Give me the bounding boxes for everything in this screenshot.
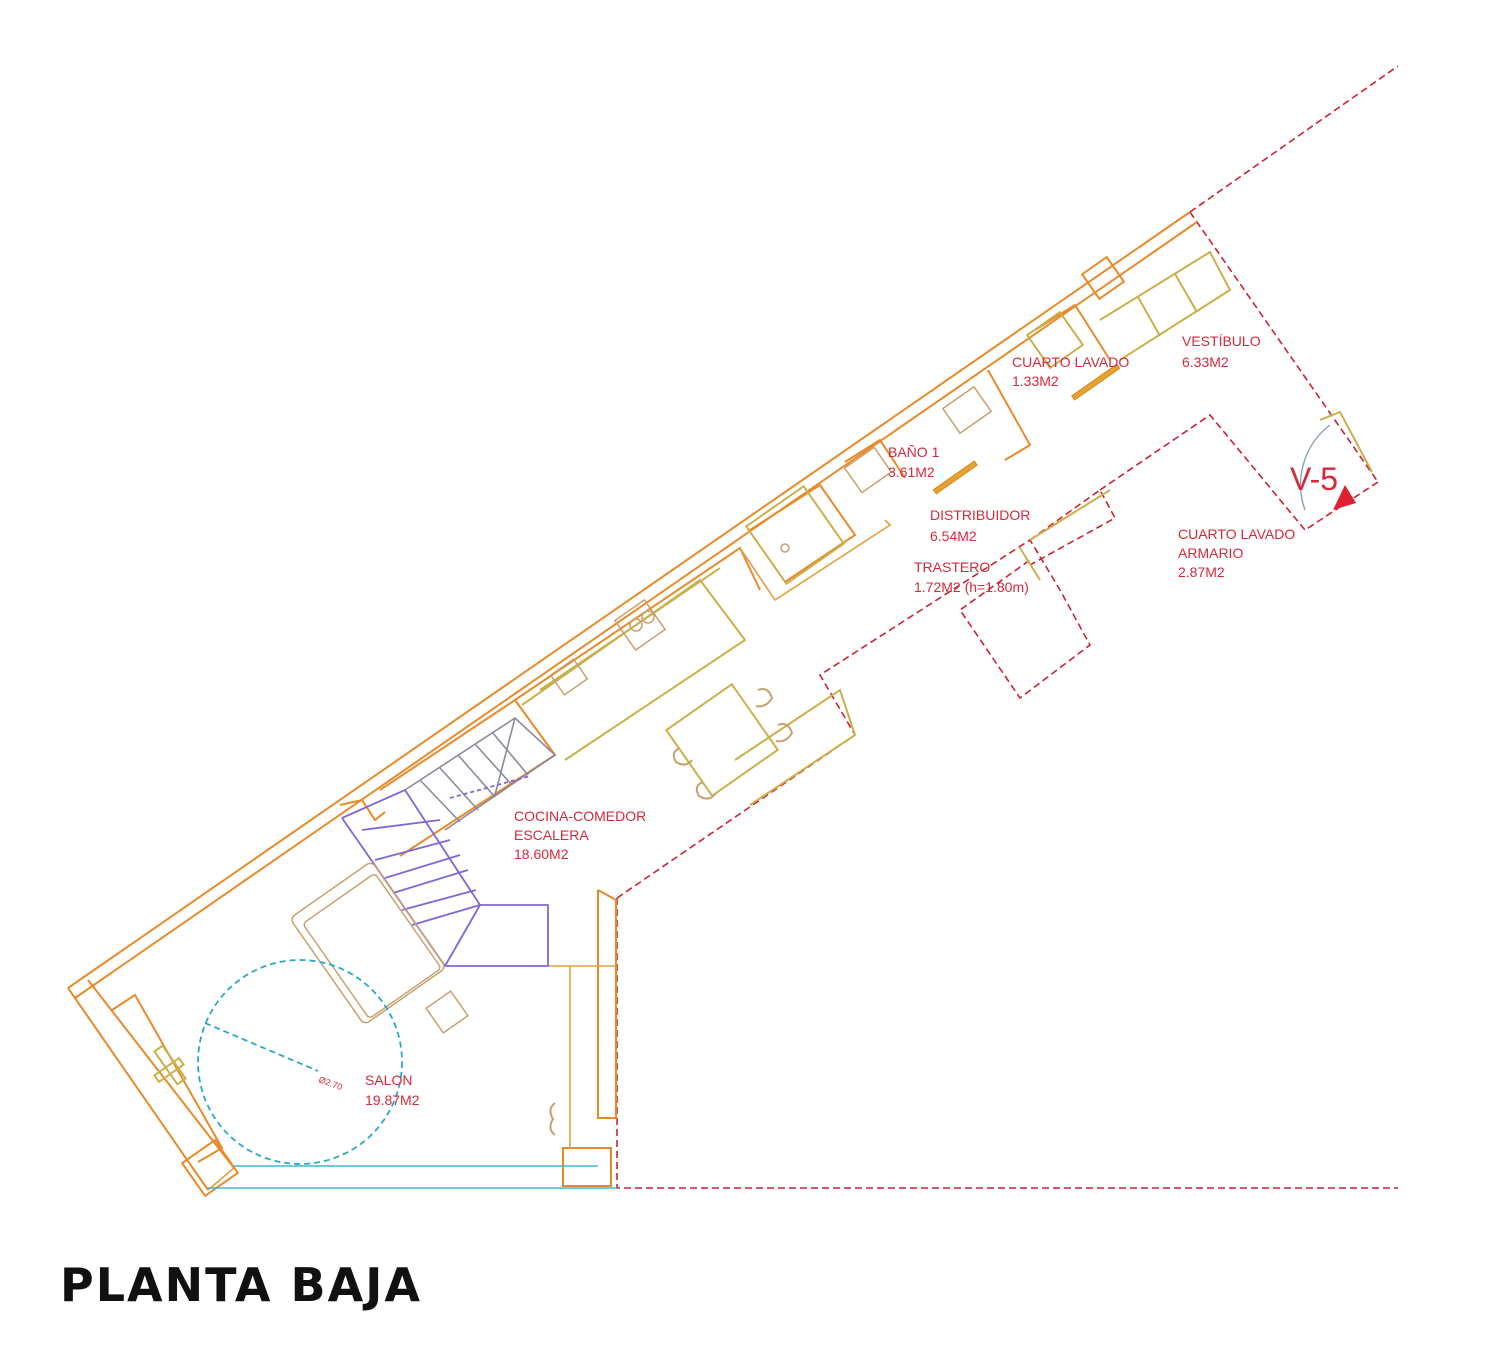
staircase bbox=[341, 716, 557, 967]
room-area-cuarto-lavado-armario: 2.87M2 bbox=[1178, 564, 1225, 580]
turning-circle-diameter: Ø2.70 bbox=[317, 1074, 343, 1092]
interior-walls bbox=[339, 255, 1126, 1187]
room-name-vestibulo: VESTÍBULO bbox=[1182, 333, 1261, 349]
room-name2-cocina-comedor: ESCALERA bbox=[514, 827, 589, 843]
room-name-cocina-comedor: COCINA-COMEDOR bbox=[514, 808, 646, 824]
room-area-trastero: 1.72M2 (h=1.80m) bbox=[914, 579, 1029, 595]
room-name-bano-1: BAÑO 1 bbox=[888, 444, 940, 460]
room-area-cuarto-lavado: 1.33M2 bbox=[1012, 373, 1059, 389]
room-area-salon: 19.87M2 bbox=[365, 1092, 420, 1108]
room-area-distribuidor: 6.54M2 bbox=[930, 528, 977, 544]
dining-chairs bbox=[549, 688, 794, 1136]
room-name-cuarto-lavado: CUARTO LAVADO bbox=[1012, 354, 1129, 370]
room-area-cocina-comedor: 18.60M2 bbox=[514, 846, 569, 862]
section-marker-v5: V-5 bbox=[1290, 410, 1373, 511]
room-name2-cuarto-lavado-armario: ARMARIO bbox=[1178, 545, 1243, 561]
turning-circle: Ø2.70 bbox=[197, 959, 403, 1165]
living-room-furniture bbox=[111, 862, 469, 1163]
room-area-vestibulo: 6.33M2 bbox=[1182, 354, 1229, 370]
bathroom-furniture bbox=[843, 250, 1232, 581]
exterior-walls bbox=[67, 211, 1198, 1198]
room-labels: VESTÍBULO 6.33M2 CUARTO LAVADO 1.33M2 BA… bbox=[365, 333, 1295, 1108]
room-name-distribuidor: DISTRIBUIDOR bbox=[930, 507, 1030, 523]
facade-lines bbox=[208, 1165, 617, 1189]
room-name-salon: SALON bbox=[365, 1072, 412, 1088]
room-name-cuarto-lavado-armario: CUARTO LAVADO bbox=[1178, 526, 1295, 542]
section-marker-label: V-5 bbox=[1290, 461, 1338, 497]
room-area-bano-1: 3.61M2 bbox=[888, 464, 935, 480]
kitchen-furniture bbox=[521, 484, 857, 806]
plan-title: PLANTA BAJA bbox=[60, 1258, 422, 1312]
room-name-trastero: TRASTERO bbox=[914, 559, 990, 575]
